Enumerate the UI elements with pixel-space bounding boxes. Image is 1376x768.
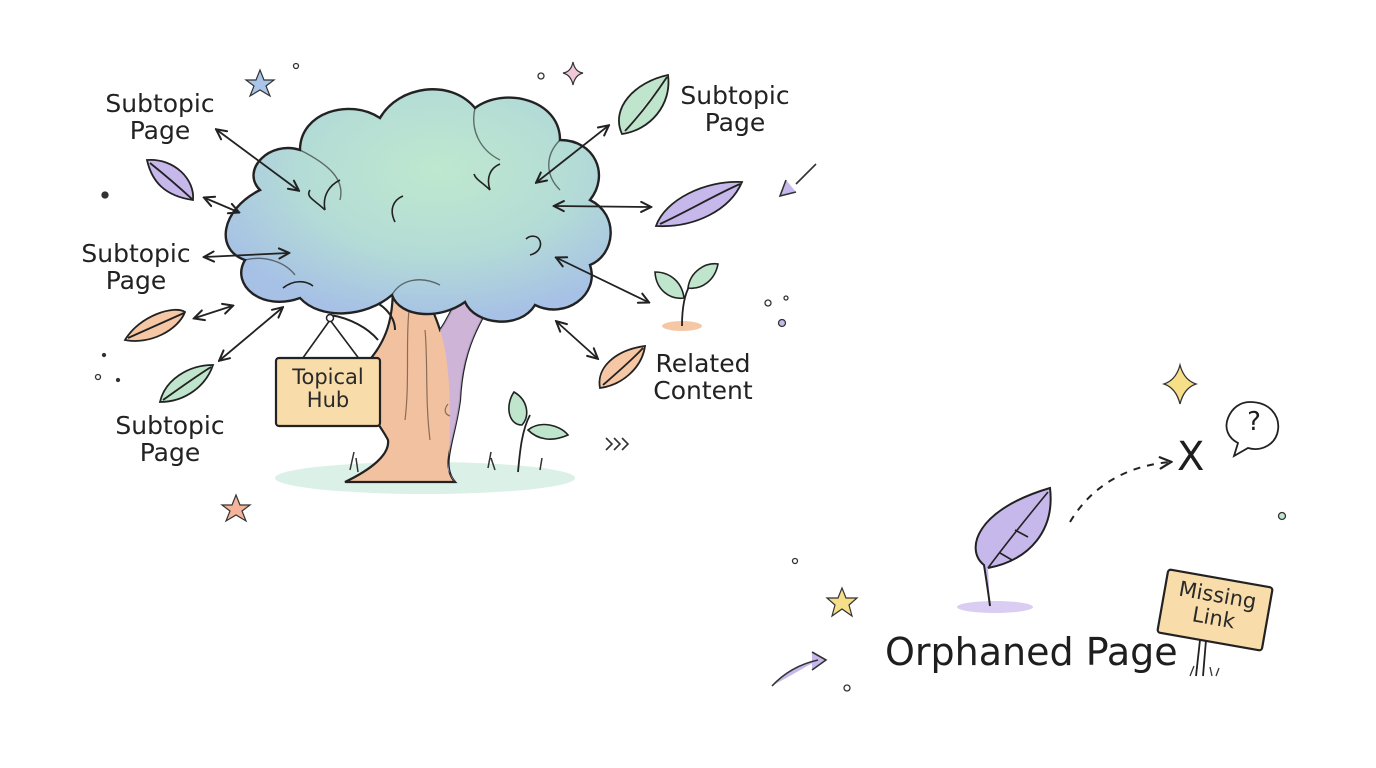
chevrons-icon — [605, 437, 630, 451]
arrow-purple-top-icon — [778, 163, 817, 198]
orphaned-leaf — [957, 486, 1052, 613]
dashed-missing-link-arrow — [1069, 462, 1170, 523]
tree-canopy — [224, 88, 612, 323]
connection-arrows — [195, 126, 650, 360]
topical-hub-sign — [274, 313, 382, 428]
arrow-purple-bottom-icon — [771, 651, 828, 687]
leaf-green-left — [158, 364, 215, 403]
sparkle-yellow-icon — [1161, 362, 1199, 405]
grass-tufts — [349, 451, 543, 473]
leaf-peach-right — [598, 344, 647, 390]
missing-mark-x: X — [1177, 434, 1205, 480]
leaf-purple-right — [654, 181, 744, 227]
sprout-right — [654, 263, 719, 331]
orphaned-page-label: Orphaned Page — [885, 630, 1178, 674]
subtopic-label-top-right: Subtopic Page — [680, 81, 790, 137]
star-peach-icon — [220, 493, 252, 523]
dots-right — [791, 511, 1287, 692]
star-yellow-icon — [825, 586, 859, 618]
leaf-peach-left — [123, 308, 187, 342]
topical-hub-label: Topical Hub — [292, 365, 364, 413]
related-content-label: Related Content — [653, 349, 753, 405]
leaf-green-top-right — [618, 73, 670, 135]
subtopic-label-mid-left: Subtopic Page — [81, 239, 191, 295]
missing-link-sign — [1156, 568, 1274, 677]
leaf-purple-left — [145, 159, 194, 202]
subtopic-label-top-left: Subtopic Page — [105, 89, 215, 145]
question-mark: ? — [1247, 407, 1261, 437]
question-bubble — [1225, 401, 1280, 458]
sparkle-pink-icon — [562, 61, 584, 86]
sprout-under-tree — [508, 390, 570, 473]
star-blue-icon — [244, 68, 276, 98]
subtopic-label-bottom-left: Subtopic Page — [115, 411, 225, 467]
dots — [94, 62, 789, 383]
